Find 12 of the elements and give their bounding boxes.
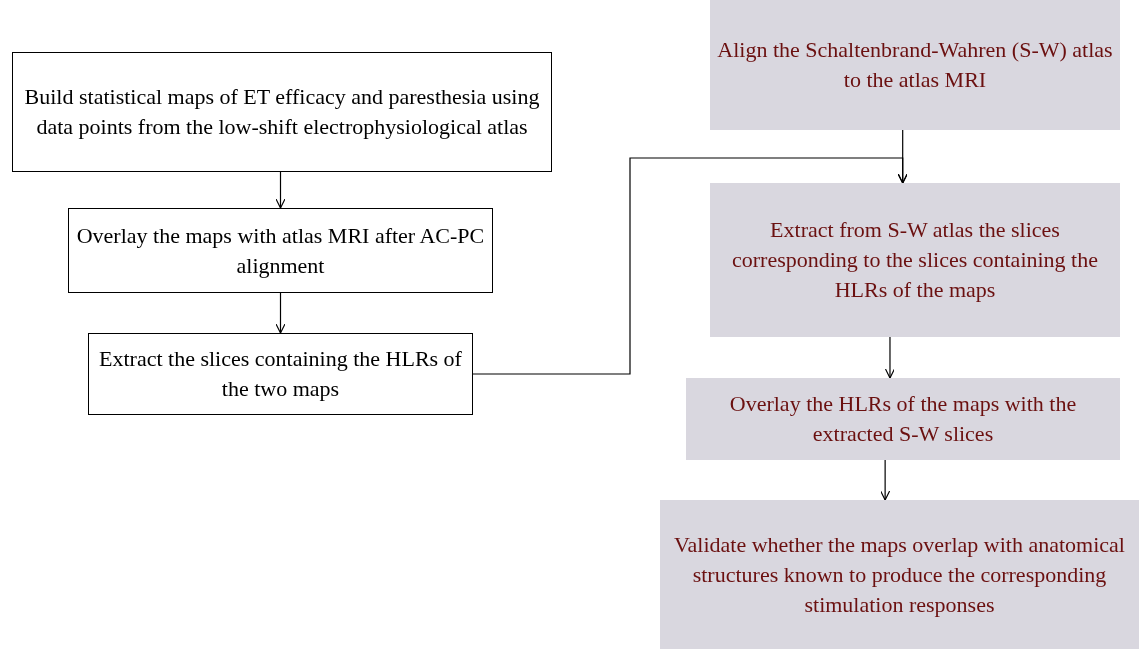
- process-box: Align the Schaltenbrand-Wahren (S-W) atlas to the atlas MRI: [710, 0, 1120, 130]
- arrow: [897, 129, 908, 184]
- arrow: [275, 171, 286, 209]
- process-box: Validate whether the maps overlap with anatomical structures known to produce the corresponding stimulation responses: [660, 500, 1139, 649]
- process-box: Overlay the maps with atlas MRI after AC-PC alignment: [68, 208, 493, 293]
- process-box: Overlay the HLRs of the maps with the extracted S-W slices: [686, 378, 1120, 460]
- arrow: [884, 336, 896, 379]
- process-box: Extract from S-W atlas the slices corresponding to the slices containing the HLRs of the maps: [710, 183, 1120, 337]
- arrow: [880, 459, 891, 501]
- arrow: [275, 292, 286, 334]
- process-box: Extract the slices containing the HLRs of the two maps: [88, 333, 473, 415]
- process-box: Build statistical maps of ET efficacy and paresthesia using data points from the low-shift electrophysiological atlas: [12, 52, 552, 172]
